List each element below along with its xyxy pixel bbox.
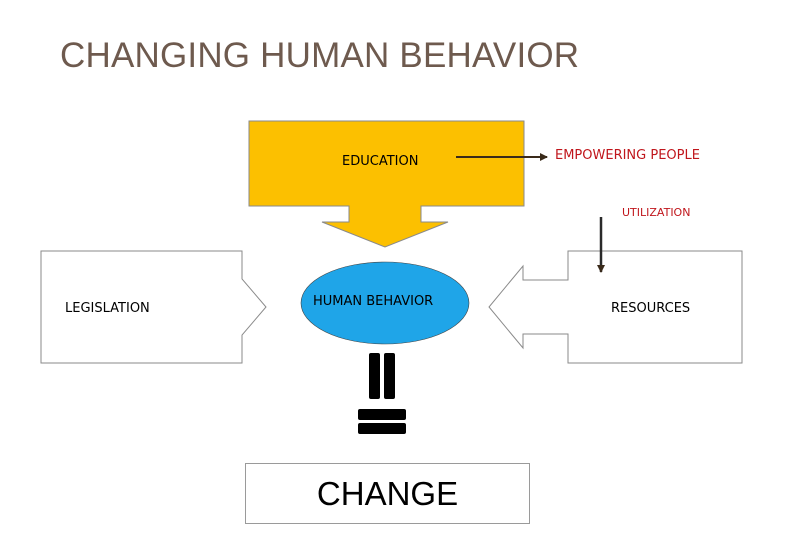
utilization-label: UTILIZATION	[622, 206, 691, 219]
education-label: EDUCATION	[342, 154, 419, 169]
change-label: CHANGE	[316, 474, 459, 512]
resources-arrow-shape	[488, 250, 743, 364]
parallel-bar-left	[369, 353, 380, 399]
legislation-label: LEGISLATION	[65, 301, 150, 316]
human-behavior-ellipse	[300, 261, 470, 345]
equals-bar-top	[358, 409, 406, 420]
resources-label: RESOURCES	[611, 301, 691, 316]
page-title: CHANGING HUMAN BEHAVIOR	[60, 36, 580, 75]
parallel-bar-right	[384, 353, 395, 399]
change-box: CHANGE	[245, 463, 530, 524]
empowering-people-label: EMPOWERING PEOPLE	[555, 148, 700, 163]
education-arrow-shape	[248, 120, 525, 248]
legislation-arrow-shape	[40, 250, 267, 364]
equals-bar-bottom	[358, 423, 406, 434]
human-behavior-label: HUMAN BEHAVIOR	[313, 294, 434, 309]
